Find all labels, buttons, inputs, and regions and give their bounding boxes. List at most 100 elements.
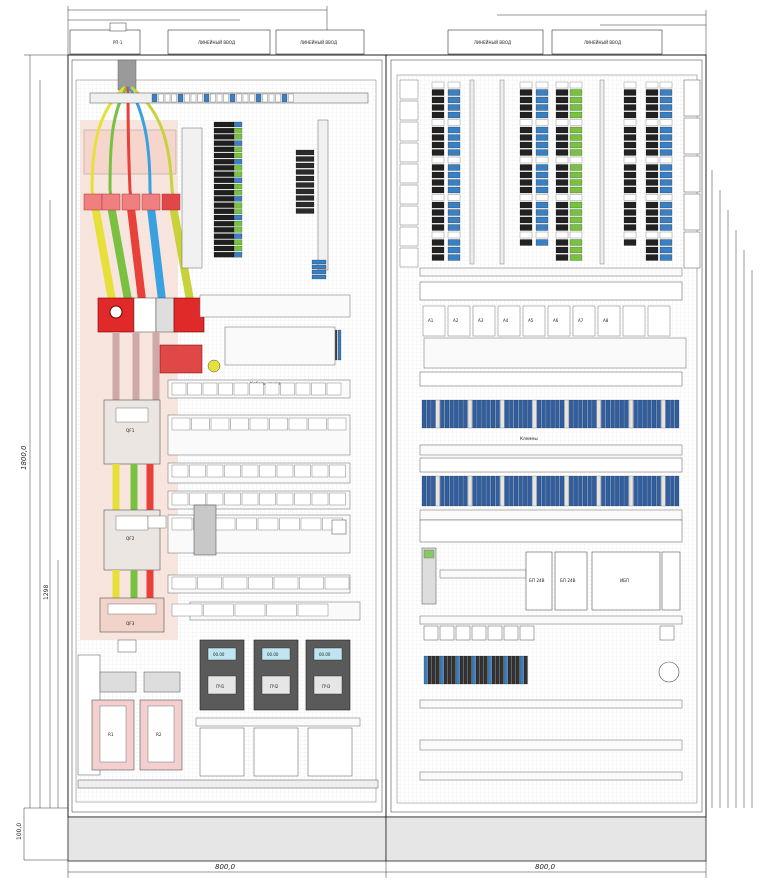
blue-terminal — [582, 399, 588, 429]
din-module — [206, 492, 224, 506]
top-box-label-5: ЛИНЕЙНЫЙ ВВОД — [584, 40, 621, 45]
terminal — [623, 156, 637, 164]
top-terminals — [151, 93, 294, 103]
blue-terminal — [605, 399, 611, 429]
blue-terminal — [541, 475, 546, 507]
terminal — [569, 171, 583, 179]
terminal — [659, 164, 673, 171]
terminal — [535, 126, 549, 134]
blue-terminal — [490, 399, 496, 429]
terminal — [519, 231, 533, 239]
terminal — [623, 89, 637, 96]
terminal — [569, 224, 583, 231]
terminal — [555, 104, 569, 111]
blue-terminal — [582, 475, 588, 507]
terminal — [555, 89, 569, 96]
module-label: A8 — [603, 318, 609, 323]
terminal — [555, 134, 569, 141]
terminal — [555, 231, 569, 239]
terminal — [623, 209, 637, 216]
terminal-block — [295, 208, 315, 214]
terminal — [659, 186, 673, 194]
module — [497, 305, 521, 337]
terminal — [519, 194, 533, 201]
bottom-terminal — [515, 655, 520, 685]
terminal-block — [213, 214, 235, 221]
terminal-block — [233, 233, 243, 239]
din-module — [171, 603, 203, 617]
blue-terminal — [467, 475, 473, 507]
terminal — [519, 239, 533, 246]
blue-terminal — [518, 399, 523, 429]
terminal — [623, 239, 637, 246]
left-module-rows — [171, 382, 350, 617]
blue-terminal — [431, 475, 436, 507]
din-module — [206, 464, 224, 478]
label-cell — [399, 247, 419, 268]
terminal — [519, 134, 533, 141]
terminal — [555, 119, 569, 126]
blue-terminal — [638, 475, 643, 507]
blue-terminal — [592, 475, 597, 507]
terminal — [519, 96, 533, 104]
terminal — [623, 104, 637, 111]
din-module — [299, 576, 324, 590]
bottom-terminal — [451, 655, 456, 685]
terminal — [431, 126, 445, 134]
blue-terminal — [569, 399, 574, 429]
terminal — [447, 164, 461, 171]
drive-label-plate — [261, 675, 291, 695]
din-module — [276, 492, 294, 506]
terminal-block — [311, 259, 327, 265]
terminal — [569, 194, 583, 201]
terminal — [431, 81, 445, 89]
drive-display — [207, 647, 237, 661]
terminal — [569, 254, 583, 261]
terminal-block — [233, 121, 243, 128]
terminal-block — [213, 121, 235, 128]
blue-terminal — [578, 475, 583, 507]
terminal — [569, 119, 583, 126]
module — [447, 305, 471, 337]
terminal — [519, 201, 533, 209]
rail-terminal — [197, 93, 203, 103]
din-module — [214, 517, 236, 531]
rail-terminal — [236, 93, 242, 103]
terminal — [535, 156, 549, 164]
vertical-duct-left — [181, 127, 203, 269]
terminal — [535, 194, 549, 201]
contactor-2: QF2 — [103, 509, 167, 571]
terminal — [555, 81, 569, 89]
blue-terminal — [638, 399, 643, 429]
module-label: A5 — [528, 318, 534, 323]
bottom-left-resistors: R1 R2 — [77, 654, 183, 776]
terminal — [623, 81, 637, 89]
bottom-terminal — [463, 655, 468, 685]
blue-terminal — [642, 399, 647, 429]
drive-label: ПЧ1 — [216, 684, 225, 689]
terminal — [645, 149, 659, 156]
blue-terminal — [541, 399, 546, 429]
terminal — [659, 231, 673, 239]
blue-terminal — [578, 399, 583, 429]
blue-terminal — [495, 475, 500, 507]
blue-terminal — [495, 399, 500, 429]
module — [572, 305, 596, 337]
terminal-block — [295, 201, 315, 208]
terminal — [659, 119, 673, 126]
width-left-label: 800,0 — [215, 863, 236, 871]
terminal — [645, 216, 659, 224]
side-box — [683, 79, 701, 117]
blue-terminal — [661, 399, 666, 429]
terminal — [645, 111, 659, 119]
din-module — [171, 517, 193, 531]
terminal — [569, 179, 583, 186]
terminal — [569, 134, 583, 141]
blue-terminal — [467, 399, 473, 429]
bottom-terminal — [495, 655, 500, 685]
din-module — [279, 517, 300, 531]
blue-terminal — [458, 475, 463, 507]
terminal-block — [213, 134, 235, 140]
terminal — [645, 179, 659, 186]
